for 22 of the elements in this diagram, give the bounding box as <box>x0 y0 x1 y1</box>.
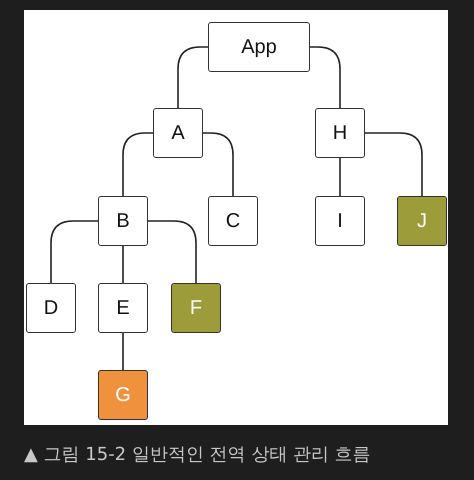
connector-line <box>122 246 124 283</box>
connector-line <box>50 220 98 283</box>
tree-node-box: H <box>315 108 365 158</box>
connector-line <box>122 333 124 370</box>
tree-node-box: F <box>171 283 221 333</box>
tree-node-box: G <box>98 370 148 420</box>
connector-line <box>122 132 153 196</box>
connector-line <box>177 46 208 108</box>
connector-line <box>310 46 341 108</box>
tree-node-box: App <box>208 22 310 72</box>
connector-line <box>148 220 197 283</box>
figure-caption: ▲ 그림 15-2 일반적인 전역 상태 관리 흐름 <box>24 443 371 466</box>
tree-node-box: B <box>98 196 148 246</box>
connector-line <box>203 132 234 196</box>
tree-node-box: C <box>208 196 258 246</box>
tree-node-box: D <box>26 283 76 333</box>
connector-line <box>365 132 423 196</box>
connector-line <box>339 158 341 196</box>
tree-node-box: I <box>315 196 365 246</box>
tree-node-box: E <box>98 283 148 333</box>
tree-node-box: J <box>397 196 447 246</box>
tree-node-box: A <box>153 108 203 158</box>
